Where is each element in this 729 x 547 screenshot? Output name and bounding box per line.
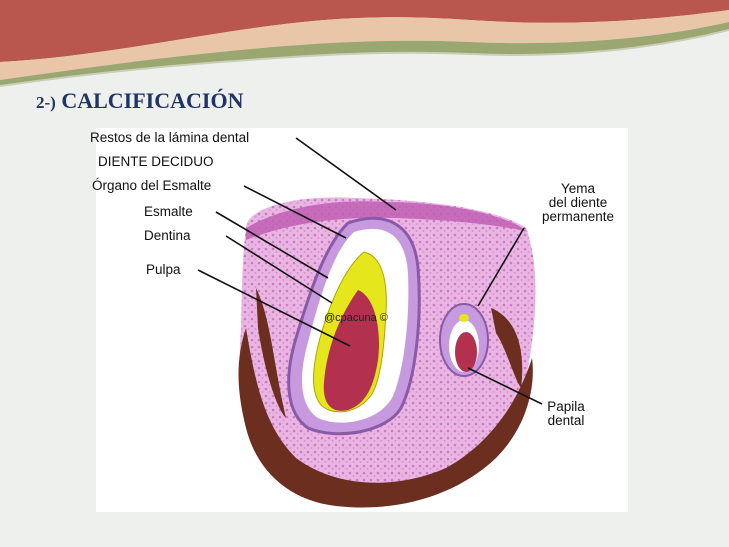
label-yema-line2: del diente	[548, 195, 608, 210]
watermark: @cpacuna ©	[324, 312, 388, 324]
banner-red-wave	[0, 0, 729, 62]
leader-esmalte	[215, 211, 329, 279]
banner-line	[0, 29, 729, 87]
label-pulpa: Pulpa	[146, 262, 181, 277]
bone-trabecula-right	[491, 308, 523, 388]
label-organo-esmalte: Órgano del Esmalte	[92, 178, 212, 193]
leader-dentina	[225, 235, 333, 304]
label-papila-dental: Papila dental	[536, 400, 596, 428]
label-yema-line1: Yema	[560, 181, 596, 196]
label-lamina-dental: Restos de la lámina dental	[90, 130, 250, 145]
tooth-section-illustration	[197, 137, 543, 508]
bone-trabecula-left	[256, 288, 286, 418]
slide-title: 2-) CALCIFICACIÓN	[36, 88, 243, 114]
banner-peach-wave	[0, 10, 729, 80]
leader-pulpa	[197, 269, 351, 347]
label-yema-diente-permanente: Yema del diente permanente	[530, 182, 626, 224]
slide-title-number: 2-)	[36, 93, 56, 112]
bud-dentin-tip	[459, 314, 469, 322]
leader-lines	[197, 137, 543, 405]
dental-pulp	[323, 290, 380, 411]
header-banner	[0, 0, 729, 87]
label-esmalte: Esmalte	[144, 204, 193, 219]
label-papila-line2: dental	[547, 413, 585, 428]
slide-title-text: CALCIFICACIÓN	[61, 88, 244, 113]
dental-papilla	[455, 332, 477, 372]
label-dentina: Dentina	[144, 228, 191, 243]
oral-epithelium	[246, 201, 528, 240]
label-yema-line3: permanente	[541, 209, 615, 224]
leader-papila	[467, 367, 543, 405]
tooth-diagram-figure: Restos de la lámina dental DIENTE DECIDU…	[90, 128, 628, 512]
label-diente-deciduo: DIENTE DECIDUO	[98, 154, 214, 169]
label-papila-line1: Papila	[547, 399, 585, 414]
alveolar-bone	[238, 328, 533, 508]
leader-organo	[243, 185, 347, 239]
leader-lamina	[295, 137, 397, 211]
leader-yema	[477, 227, 525, 307]
